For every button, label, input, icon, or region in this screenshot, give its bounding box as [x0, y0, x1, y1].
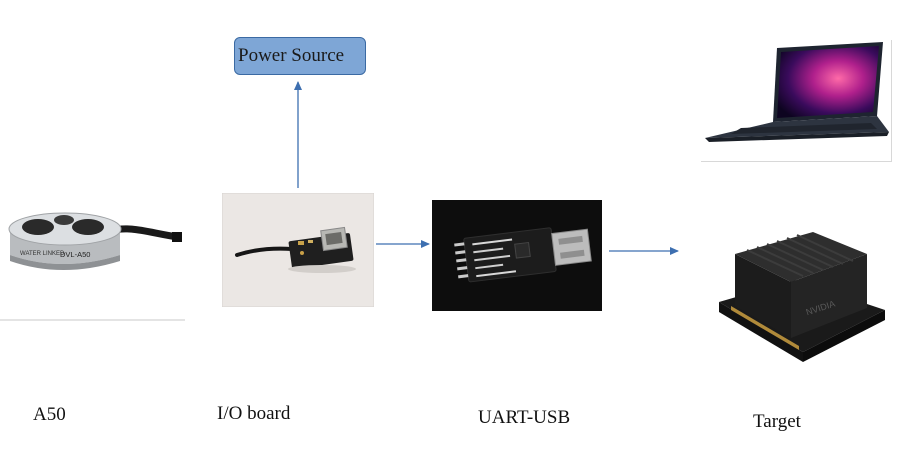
a50-label: A50 — [33, 404, 66, 425]
laptop-image — [701, 40, 892, 162]
dvl-model-text: DVL-A50 — [60, 250, 90, 259]
io-board-image — [222, 193, 374, 307]
uart-usb-image — [432, 200, 602, 311]
power-source-node: Power Source — [234, 37, 366, 75]
target-label: Target — [753, 411, 801, 432]
a50-sensor-image: WATER LINKED DVL-A50 — [0, 185, 185, 321]
brand-text: WATER LINKED — [20, 251, 65, 257]
target-device-image: NVIDIA — [695, 210, 895, 385]
io-board-label: I/O board — [217, 403, 291, 424]
power-source-label: Power Source — [238, 45, 345, 66]
uart-usb-label: UART-USB — [478, 407, 571, 428]
